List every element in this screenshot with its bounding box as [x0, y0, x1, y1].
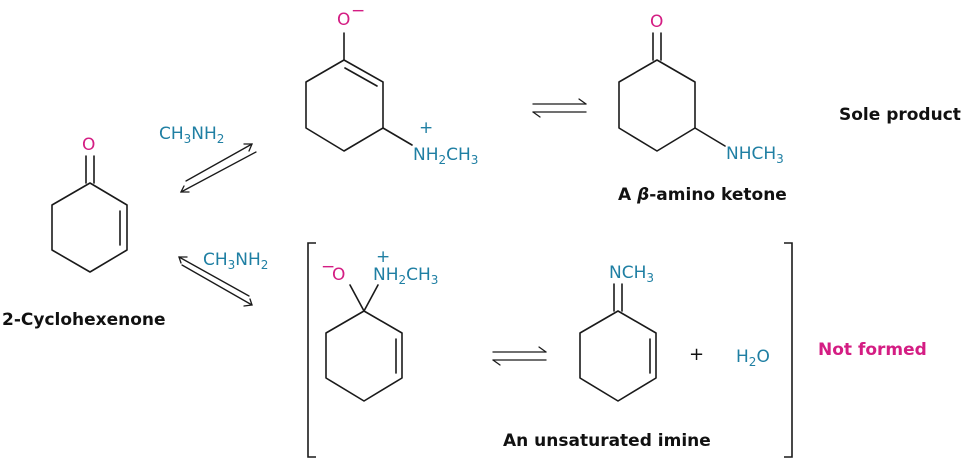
- carbinolamine-plus-charge: +: [376, 247, 390, 267]
- top-equilibrium-arrow: [179, 143, 257, 193]
- left-bracket: [307, 242, 316, 458]
- cyclohexenone-ring: [51, 182, 128, 273]
- nch3-group-label: NCH3: [609, 263, 654, 285]
- amino-ketone-ring: [618, 59, 696, 152]
- top-reagent-label: CH3NH2: [159, 124, 224, 146]
- tautomer-equilibrium-arrow: [532, 98, 587, 118]
- bottom-reagent-label: CH3NH2: [203, 250, 268, 272]
- not-formed-label: Not formed: [818, 340, 927, 360]
- alkoxide-oxygen-label: O: [332, 265, 345, 285]
- enolate-minus-charge: −: [351, 1, 365, 21]
- carbinolamine-intermediate: − O + NH2CH3: [321, 247, 438, 402]
- carbinolamine-co-bond: [349, 284, 365, 312]
- beta-amino-ketone-structure: O NHCH3: [618, 12, 784, 166]
- bottom-equilibrium-arrow: [178, 256, 253, 307]
- enolate-ring: [305, 59, 384, 152]
- enolate-intermediate: O − + NH2CH3: [305, 1, 478, 167]
- ammonium-plus-charge: +: [419, 118, 433, 138]
- water-label: H2O: [736, 347, 770, 369]
- cyclohexenone-structure: O: [51, 135, 128, 273]
- carbinolamine-cn-bond: [363, 284, 379, 312]
- beta-amino-ketone-label: A β-amino ketone: [618, 185, 787, 205]
- ammonium-group-label: NH2CH3: [413, 145, 478, 167]
- sole-product-label: Sole product: [839, 105, 961, 125]
- carbinolamine-ammonium-label: NH2CH3: [373, 265, 438, 287]
- carbinolamine-ring: [325, 310, 403, 402]
- plus-sign: +: [689, 344, 704, 365]
- enolate-cn-bond: [382, 127, 413, 146]
- enolate-oxygen-label: O: [337, 10, 350, 30]
- start-material-label: 2-Cyclohexenone: [2, 310, 166, 330]
- enolate-double-bond: [344, 67, 378, 87]
- nhch3-group-label: NHCH3: [726, 144, 784, 166]
- right-bracket: [784, 242, 793, 458]
- carbonyl-oxygen-label: O: [82, 135, 95, 155]
- imine-ring: [579, 310, 657, 402]
- amino-ketone-oxygen-label: O: [650, 12, 663, 32]
- amino-ketone-cn-bond: [694, 127, 726, 147]
- unsaturated-imine-label: An unsaturated imine: [503, 431, 711, 451]
- imine-equilibrium-arrow: [492, 346, 547, 366]
- unsaturated-imine-structure: NCH3: [579, 263, 657, 402]
- alkoxide-minus-charge: −: [321, 257, 335, 277]
